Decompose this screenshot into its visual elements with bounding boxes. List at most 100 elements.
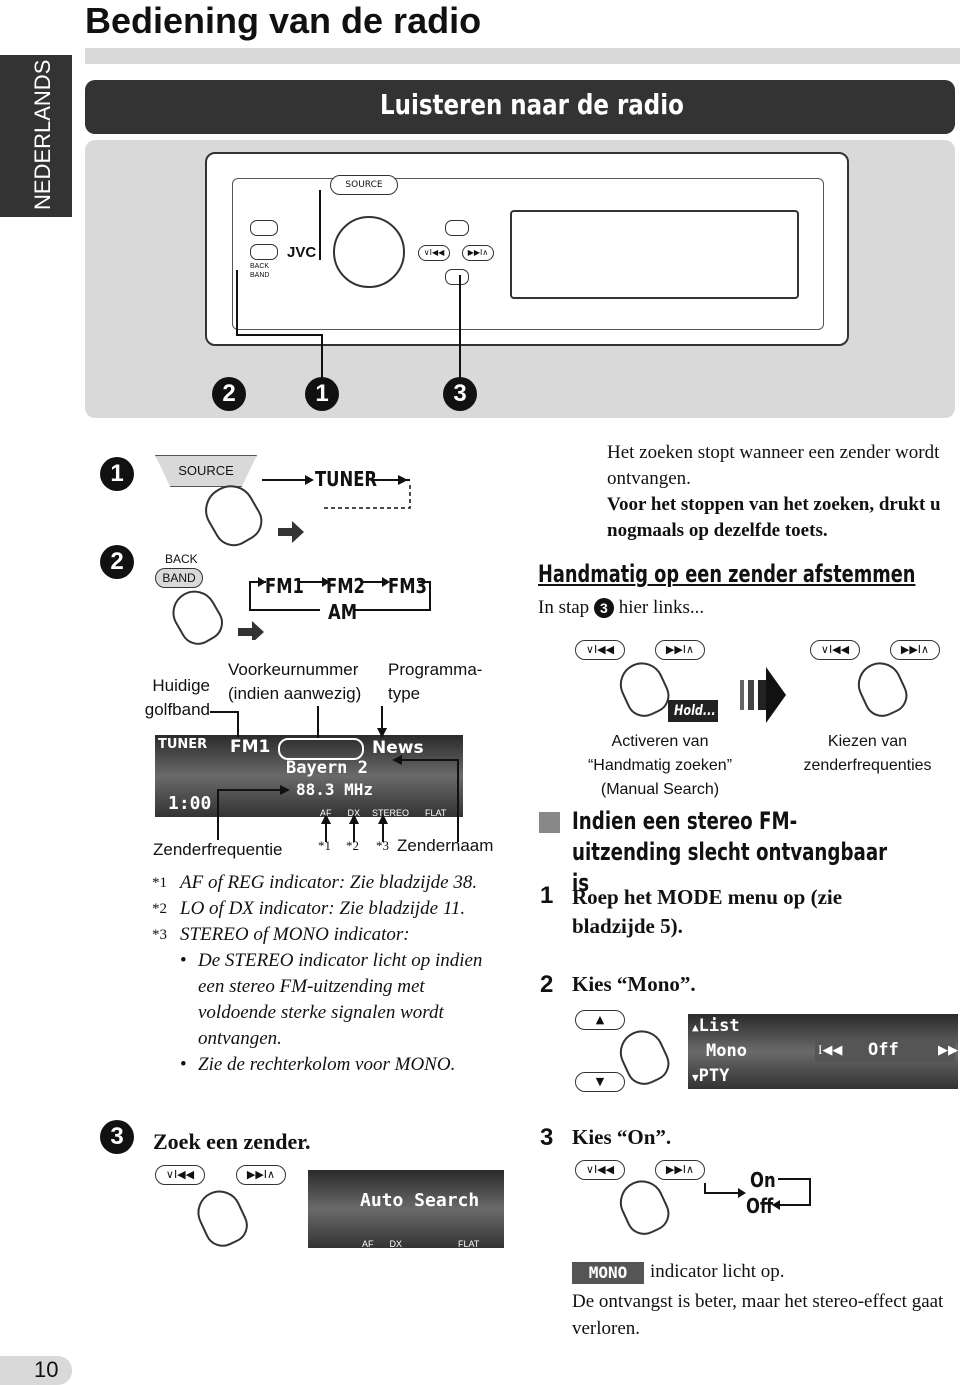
lcd-pty: News xyxy=(372,738,424,758)
manual-step-ref: 3 xyxy=(593,598,614,618)
btn-left-2[interactable] xyxy=(250,244,278,260)
menu-item-pty-label: PTY xyxy=(698,1066,730,1086)
volume-knob[interactable] xyxy=(333,216,405,288)
lcd-clock: 1:00 xyxy=(168,793,212,814)
footnote-2: *2 LO of DX indicator: Zie bladzijde 11. xyxy=(152,896,502,922)
r3-seek-down[interactable]: ∨I◀◀ xyxy=(575,1160,625,1180)
footnote-bullet-2: •Zie de rechterkolom voor MONO. xyxy=(152,1052,502,1078)
r2-text: Kies “Mono”. xyxy=(572,972,696,996)
finger-manual-1 xyxy=(612,655,676,723)
btn-right-2[interactable] xyxy=(445,269,469,285)
lcd-freq: 88.3 MHz xyxy=(296,780,374,799)
seek-down-button[interactable]: ∨I◀◀ xyxy=(418,245,450,261)
lcd-display xyxy=(155,735,463,817)
btn-left-1[interactable] xyxy=(250,220,278,236)
step2-band-button[interactable]: BAND xyxy=(155,568,203,588)
device-callout-1: 1 xyxy=(305,377,339,411)
auto-search-lcd xyxy=(308,1170,504,1248)
stereo-heading: Indien een stereo FM-uitzending slecht o… xyxy=(572,807,888,897)
menu-prev-icon: I◀◀ xyxy=(818,1042,843,1057)
menu-next-icon: ▶▶I xyxy=(938,1042,960,1057)
page-number: 10 xyxy=(34,1357,59,1382)
r2-num: 2 xyxy=(540,971,554,998)
label-preset: Voorkeurnummer (indien aanwezig) xyxy=(228,660,362,703)
activate-label: Activeren van “Handmatig zoeken” (Manual… xyxy=(587,733,733,798)
lcd-station: Bayern 2 xyxy=(286,758,368,778)
step1-source-button[interactable]: SOURCE xyxy=(155,455,257,487)
finger-r3 xyxy=(612,1173,676,1241)
onoff-lines xyxy=(704,1178,811,1210)
right-p2: Voor het stoppen van het zoeken, drukt u… xyxy=(607,494,941,541)
step2-back-label: BACK xyxy=(165,552,198,566)
side-tab xyxy=(0,55,72,217)
up-button[interactable]: ▲ xyxy=(575,1010,625,1030)
manual-seek-down-2[interactable]: ∨I◀◀ xyxy=(810,640,860,660)
r1-num: 1 xyxy=(540,882,554,909)
menu-item-list-label: List xyxy=(698,1016,740,1036)
menu-item-mono: Mono xyxy=(706,1041,747,1061)
finger-3 xyxy=(190,1183,254,1253)
step-1-number: 1 xyxy=(100,457,134,491)
down-button[interactable]: ▼ xyxy=(575,1072,625,1092)
band-cycle-lines xyxy=(249,577,431,611)
manual-text-b: hier links... xyxy=(618,597,705,618)
r3-num: 3 xyxy=(540,1124,554,1151)
device-callout-2: 2 xyxy=(212,377,246,411)
footnote-3-text: STEREO of MONO indicator: xyxy=(180,924,410,945)
menu-value: Off xyxy=(868,1040,899,1060)
band-fm3: FM3 xyxy=(388,574,427,598)
ind-flat: FLAT xyxy=(425,808,447,818)
r3-seek-up[interactable]: ▶▶I∧ xyxy=(655,1160,705,1180)
label-band: Huidige golfband xyxy=(144,676,210,719)
step-2-number: 2 xyxy=(100,545,134,579)
step3-seek-up[interactable]: ▶▶I∧ xyxy=(236,1165,286,1185)
ind-dx: DX xyxy=(347,808,361,818)
footnote-2-text: LO of DX indicator: Zie bladzijde 11. xyxy=(180,898,466,919)
step1-arrows xyxy=(238,475,411,640)
subtitle-bar xyxy=(85,80,955,134)
step1-result-tuner: TUNER xyxy=(315,467,378,491)
page-number-badge xyxy=(0,1356,72,1385)
step3-seek-down[interactable]: ∨I◀◀ xyxy=(155,1165,205,1185)
footnote-bullet-2-text: Zie de rechterkolom voor MONO. xyxy=(198,1054,456,1075)
manual-seek-down-1[interactable]: ∨I◀◀ xyxy=(575,640,625,660)
manual-text: In stap 3 hier links... xyxy=(538,597,704,619)
hold-badge xyxy=(668,700,718,722)
band-label: BAND xyxy=(250,272,270,279)
mono-badge: MONO xyxy=(572,1262,644,1284)
manual-seek-up-1[interactable]: ▶▶I∧ xyxy=(655,640,705,660)
lcd-band: FM1 xyxy=(230,737,271,757)
btn-right-1[interactable] xyxy=(445,220,469,236)
subtitle: Luisteren naar de radio xyxy=(380,88,684,121)
step-3-number: 3 xyxy=(100,1120,134,1154)
display-window xyxy=(510,210,799,299)
label-name: Zendernaam xyxy=(397,836,494,855)
as-ind-af: AF xyxy=(362,1239,374,1249)
finger-manual-2 xyxy=(850,655,914,723)
mark-3: *3 xyxy=(376,838,389,853)
menu-item-list: ▲List xyxy=(692,1016,740,1036)
lcd-preset-slot xyxy=(278,738,364,760)
r3-text: Kies “On”. xyxy=(572,1125,672,1149)
source-button[interactable]: SOURCE xyxy=(330,175,398,195)
menu-item-pty: ▼PTY xyxy=(692,1066,730,1086)
device-callout-3: 3 xyxy=(443,377,477,411)
seek-up-button[interactable]: ▶▶I∧ xyxy=(462,245,494,261)
menu-value-box xyxy=(815,1040,955,1062)
mark-2: *2 xyxy=(346,838,359,853)
manual-seek-up-2[interactable]: ▶▶I∧ xyxy=(890,640,940,660)
step3-title: Zoek een zender. xyxy=(153,1129,311,1154)
device-callout-lines xyxy=(236,190,461,378)
band-fm2: FM2 xyxy=(326,574,365,598)
manual-big-arrow xyxy=(740,667,786,723)
footnote-bullet-1: •De STEREO indicator licht op indien een… xyxy=(152,948,502,1052)
footnote-bullet-1-text: De STEREO indicator licht op indien een … xyxy=(198,950,483,1049)
footnote-2-mark: *2 xyxy=(152,901,167,917)
lcd-tuner: TUNER xyxy=(158,737,208,752)
stereo-marker xyxy=(539,812,560,833)
off-label: Off xyxy=(746,1194,774,1218)
